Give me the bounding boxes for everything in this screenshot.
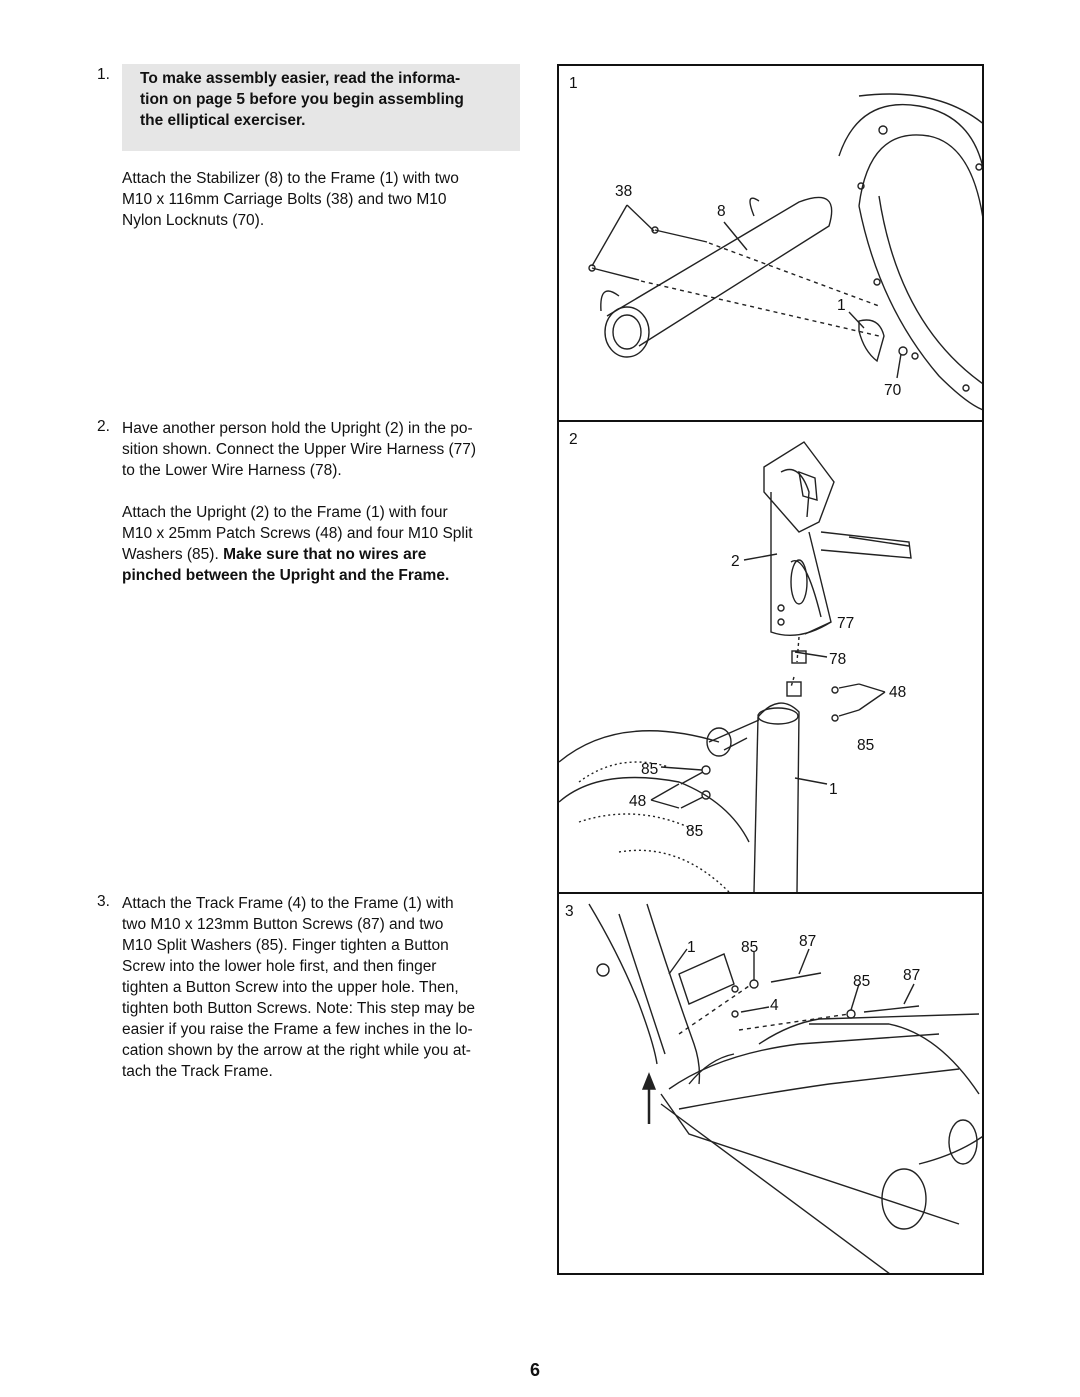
text-line: easier if you raise the Frame a few inch…	[122, 1021, 473, 1038]
figure-3-panel: 3 1 85 87 85 87 4	[557, 892, 984, 1275]
label-locknut-70: 70	[884, 382, 902, 399]
text-line: M10 x 116mm Carriage Bolts (38) and two …	[122, 191, 447, 208]
note-line: the elliptical exerciser.	[140, 112, 306, 129]
figure-1-number: 1	[569, 75, 578, 92]
figure-2-number: 2	[569, 431, 578, 448]
label-screws-48-right: 48	[889, 684, 907, 701]
step-2-number: 2.	[97, 418, 110, 435]
label-frame-1: 1	[829, 781, 838, 798]
label-washer-85-a: 85	[741, 939, 759, 956]
text-line: M10 x 25mm Patch Screws (48) and four M1…	[122, 525, 473, 542]
step-2-text-2: Attach the Upright (2) to the Frame (1) …	[122, 502, 473, 586]
label-washer-85-left: 85	[641, 761, 659, 778]
label-frame-1: 1	[837, 297, 846, 314]
text-line: Washers (85). Make sure that no wires ar…	[122, 544, 473, 565]
label-frame-1: 1	[687, 939, 696, 956]
text-line: Screw into the lower hole first, and the…	[122, 958, 437, 975]
warning-run: Make sure that no wires are	[223, 546, 427, 563]
step-1-text: Attach the Stabilizer (8) to the Frame (…	[122, 168, 459, 231]
label-washer-85-right: 85	[857, 737, 875, 754]
stabilizer-illustration	[588, 93, 982, 411]
text-line: tach the Track Frame.	[122, 1063, 273, 1080]
label-upright-2: 2	[731, 553, 740, 570]
text-line: two M10 x 123mm Button Screws (87) and t…	[122, 916, 444, 933]
label-screw-87-a: 87	[799, 933, 817, 950]
step-3-number: 3.	[97, 893, 110, 910]
assembly-note: To make assembly easier, read the inform…	[122, 64, 520, 151]
label-bolts-38: 38	[615, 183, 633, 200]
text-line: Attach the Track Frame (4) to the Frame …	[122, 895, 454, 912]
label-stabilizer-8: 8	[717, 203, 726, 220]
label-washer-85-bottom: 85	[686, 823, 704, 840]
text-line: Attach the Upright (2) to the Frame (1) …	[122, 504, 448, 521]
label-track-frame-4: 4	[770, 997, 779, 1014]
note-line: To make assembly easier, read the inform…	[140, 70, 461, 87]
label-washer-85-b: 85	[853, 973, 871, 990]
track-frame-illustration	[588, 903, 982, 1273]
page-number: 6	[530, 1360, 541, 1380]
text-line: Nylon Locknuts (70).	[122, 212, 265, 229]
figure-3-number: 3	[565, 903, 574, 920]
label-lower-harness-78: 78	[829, 651, 847, 668]
text-line: tighten a Button Screw into the upper ho…	[122, 979, 459, 996]
text-line: to the Lower Wire Harness (78).	[122, 462, 342, 479]
text-line: sition shown. Connect the Upper Wire Har…	[122, 441, 477, 458]
text-run: Washers (85).	[122, 546, 224, 563]
text-line: Attach the Stabilizer (8) to the Frame (…	[122, 170, 459, 187]
text-line: M10 Split Washers (85). Finger tighten a…	[122, 937, 449, 954]
text-line: Have another person hold the Upright (2)…	[122, 420, 473, 437]
label-upper-harness-77: 77	[837, 615, 855, 632]
label-screw-87-b: 87	[903, 967, 921, 984]
step-2-text-1: Have another person hold the Upright (2)…	[122, 418, 476, 481]
text-line: cation shown by the arrow at the right w…	[122, 1042, 471, 1059]
figure-1-panel: 1 38 8 1 70	[557, 64, 984, 422]
step-3-text: Attach the Track Frame (4) to the Frame …	[122, 893, 475, 1082]
text-line: tighten both Button Screws. Note: This s…	[122, 1000, 475, 1017]
figure-2-panel: 2 2 77 78 48 85 85 48 1 85	[557, 420, 984, 894]
note-line: tion on page 5 before you begin assembli…	[140, 91, 464, 108]
step-1-number: 1.	[97, 66, 110, 83]
warning-line: pinched between the Upright and the Fram…	[122, 567, 450, 584]
upright-illustration	[559, 441, 912, 892]
label-screws-48-left: 48	[629, 793, 647, 810]
